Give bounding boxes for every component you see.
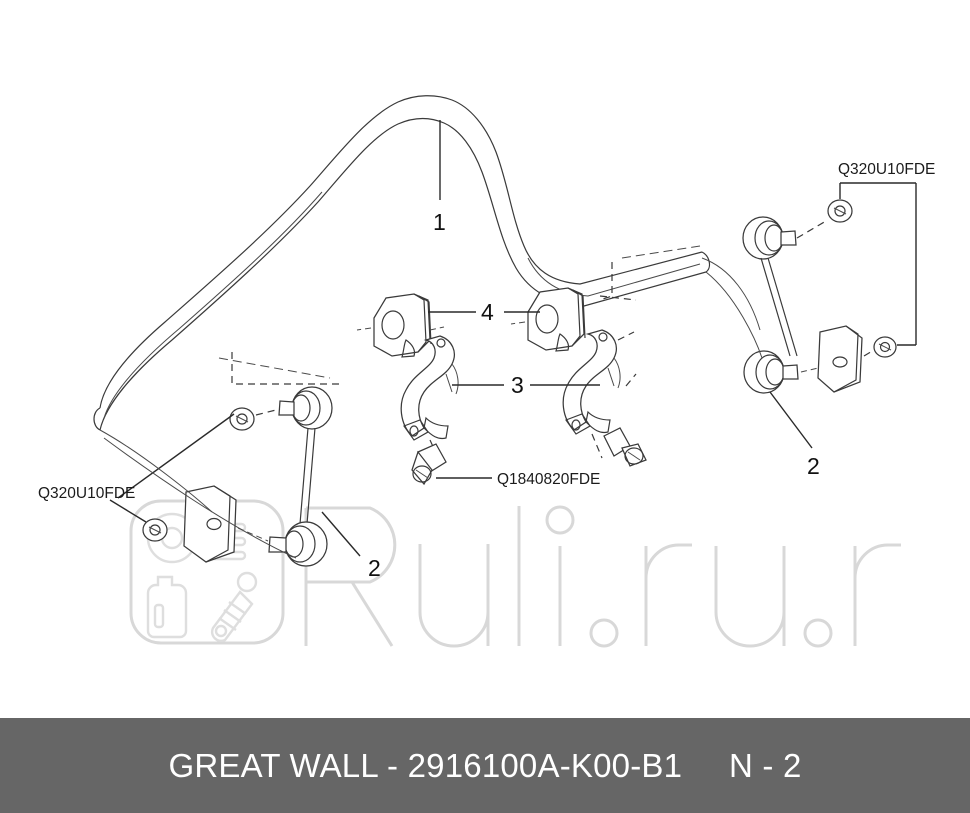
code-leader-left: Q320U10FDE <box>38 413 235 523</box>
callout-2-left-label: 2 <box>368 555 381 581</box>
right-nut-part-code: Q320U10FDE <box>838 161 935 178</box>
nut-washer-top-right <box>827 199 853 223</box>
left-nut-part-code: Q320U10FDE <box>38 485 135 502</box>
watermark-text <box>304 505 901 648</box>
bracket-bolt-right <box>603 427 647 467</box>
callout-2-right-label: 2 <box>807 453 820 479</box>
oil-bottle-icon <box>146 575 188 639</box>
stabilizer-bracket-right <box>562 329 637 459</box>
bracket-bolt-left <box>411 443 447 486</box>
callout-4-label: 4 <box>481 299 494 325</box>
stabilizer-bushing-right <box>510 287 586 352</box>
callout-2-left: 2 <box>321 511 381 581</box>
stabilizer-bar <box>93 95 711 431</box>
callout-2-right: 2 <box>769 391 820 479</box>
nut-washer-top-left <box>229 407 255 431</box>
footer-part-number-text: GREAT WALL - 2916100A-K00-B1 N - 2 <box>168 746 802 784</box>
nut-washer-bottom-right <box>873 336 897 358</box>
watermark-ruli-ru <box>129 499 901 648</box>
stabilizer-bracket-left <box>400 335 459 463</box>
code-leader-top-right: Q320U10FDE <box>838 161 935 346</box>
shock-absorber-icon <box>210 571 258 643</box>
bolt-part-code: Q1840820FDE <box>497 471 600 488</box>
bushing-seat-marks-right <box>599 245 701 301</box>
callout-3: 3 <box>452 372 600 398</box>
bar-link-leaders <box>99 257 763 559</box>
diagram-canvas: 1 <box>38 95 936 648</box>
callout-1: 1 <box>433 120 446 235</box>
callout-3-label: 3 <box>511 372 524 398</box>
nut-washer-bottom-left <box>142 518 168 542</box>
callout-4: 4 <box>428 299 540 325</box>
technical-drawing: 1 <box>38 95 935 648</box>
callout-1-label: 1 <box>433 209 446 235</box>
stabilizer-link-right <box>742 199 897 394</box>
footer-bar: GREAT WALL - 2916100A-K00-B1 N - 2 <box>0 718 970 813</box>
bushing-seat-marks-left <box>218 352 340 385</box>
stabilizer-bushing-left <box>356 293 445 358</box>
stabilizer-link-left <box>142 386 333 567</box>
bolt-code-leader: Q1840820FDE <box>436 471 600 488</box>
